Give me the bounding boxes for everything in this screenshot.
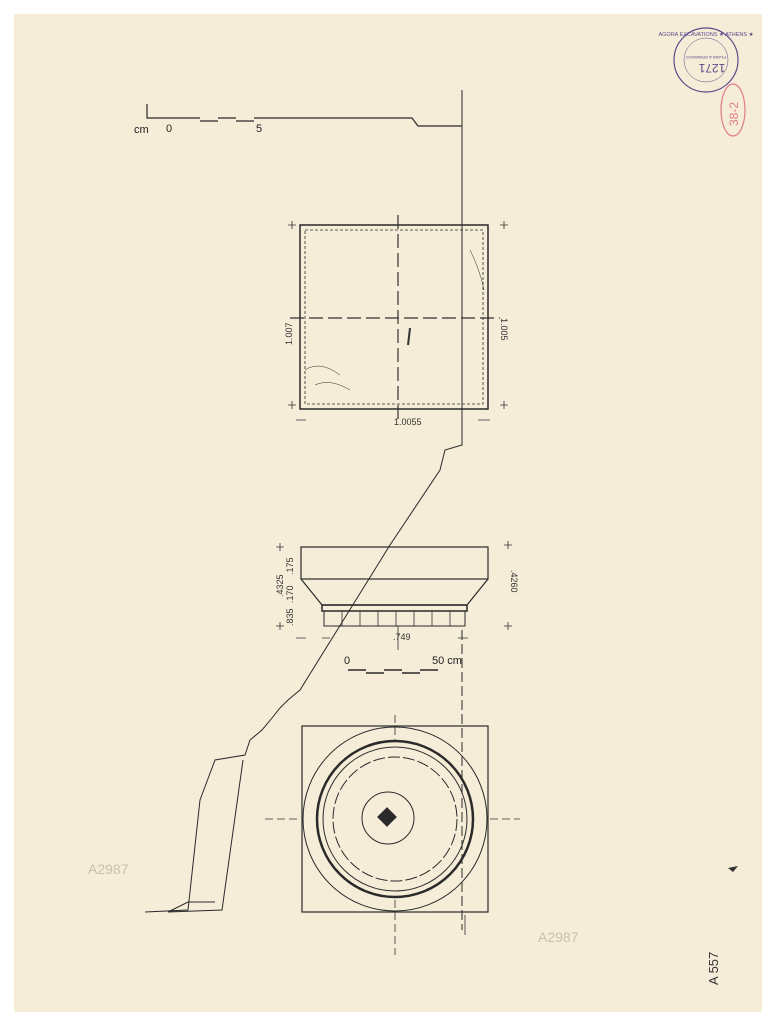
faint-catalog-bottom: A2987	[538, 929, 579, 945]
stamp-inner: PLANS & DRAWINGS	[686, 55, 726, 60]
bottom-view	[265, 715, 520, 955]
scale-zero: 0	[166, 123, 172, 135]
elev-lower-dim: .835	[285, 608, 295, 626]
red-mark: 38-2	[720, 83, 746, 137]
stamp-number: 1271	[698, 61, 725, 75]
mid-scale-end: 50 cm	[432, 655, 462, 667]
elev-right-dim: .4260	[509, 570, 519, 593]
red-mark-text: 38-2	[727, 102, 741, 126]
profile-outline	[144, 90, 463, 913]
top-right-dim: 1.005	[499, 318, 509, 341]
ink-mark	[728, 866, 738, 872]
elevation-view: .4325 .175 .170 .835 .4260 .749	[275, 541, 519, 650]
paper	[14, 14, 762, 1012]
elev-upper-dim: .175	[285, 557, 295, 575]
mid-scale-zero: 0	[344, 655, 350, 667]
mid-scale-bar: 0 50 cm	[344, 655, 462, 674]
scale-five: 5	[256, 123, 262, 135]
faint-catalog-left: A2987	[88, 861, 129, 877]
scale-unit: cm	[134, 124, 149, 136]
top-scale-bar: cm 0 5	[134, 104, 462, 136]
top-view: 1.007 1.005 1.0055	[284, 215, 509, 427]
agora-stamp: AGORA EXCAVATIONS ★ ATHENS ★ PLANS & DRA…	[658, 27, 754, 93]
inventory-number: A 557	[706, 952, 721, 985]
top-bottom-dim: 1.0055	[394, 417, 422, 427]
elev-total-dim: .4325	[275, 574, 285, 597]
stamp-text: AGORA EXCAVATIONS ★ ATHENS ★	[658, 31, 753, 38]
elev-bottom-dim: .749	[393, 632, 411, 642]
elev-middle-dim: .170	[285, 585, 295, 603]
top-left-dim: 1.007	[284, 322, 294, 345]
